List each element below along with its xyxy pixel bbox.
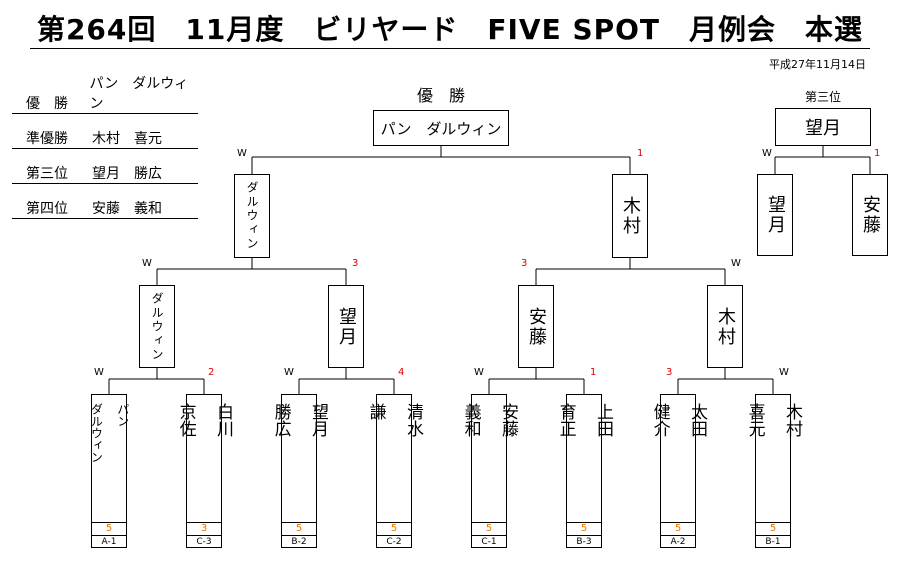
third-place-winner: 望月	[805, 118, 841, 139]
player-name: 安藤 義和	[460, 403, 519, 437]
score-mark: 2	[208, 367, 215, 378]
result-row-2nd: 準優勝 木村 喜元	[12, 125, 198, 149]
third-place-player-box: 安藤	[852, 174, 888, 256]
score-mark: 3	[666, 367, 673, 378]
champion-box: パン ダルウィン	[373, 110, 509, 146]
score-mark: 3	[521, 258, 528, 269]
handicap: 5	[660, 522, 696, 535]
event-date: 平成27年11月14日	[769, 58, 866, 71]
result-name: パン ダルウィン	[89, 76, 189, 112]
result-row-4th: 第四位 安藤 義和	[12, 195, 198, 219]
result-label: 準優勝	[26, 131, 68, 147]
score-mark: W	[779, 367, 789, 378]
quarterfinal-player: ダルウィン	[150, 291, 164, 362]
handicap: 5	[376, 522, 412, 535]
score-mark: 1	[590, 367, 597, 378]
result-name: 望月 勝広	[92, 166, 162, 182]
result-label: 第三位	[26, 166, 68, 182]
third-place-player: 望月	[765, 195, 786, 235]
player-card: 太田 健介 5 A-2	[650, 394, 707, 548]
page-title: 第264回 11月度 ビリヤード FIVE SPOT 月例会 本選	[36, 13, 864, 46]
third-place-player-box: 望月	[757, 174, 793, 256]
seed: C-2	[376, 535, 412, 548]
result-name: 安藤 義和	[92, 201, 162, 217]
score-mark: 3	[352, 258, 359, 269]
champion-name: パン ダルウィン	[380, 119, 502, 138]
third-place-player: 安藤	[860, 195, 881, 235]
player-card: 白川 京佐 3 C-3	[176, 394, 233, 548]
quarterfinal-player: 安藤	[526, 306, 547, 347]
quarterfinal-box: 安藤	[518, 285, 554, 368]
score-mark: 4	[398, 367, 405, 378]
score-mark: W	[474, 367, 484, 378]
semifinal-box: 木村	[612, 174, 648, 258]
score-mark: W	[731, 258, 741, 269]
champion-caption: 優 勝	[416, 86, 465, 105]
handicap: 5	[755, 522, 791, 535]
player-card: 木村 喜元 5 B-1	[745, 394, 802, 548]
quarterfinal-player: 望月	[336, 306, 357, 347]
player-card: 望月 勝広 5 B-2	[271, 394, 328, 548]
player-name: 上田 育正	[555, 403, 614, 437]
player-name: 清水 謙	[365, 403, 424, 437]
seed: A-1	[91, 535, 127, 548]
player-card: 安藤 義和 5 C-1	[461, 394, 518, 548]
result-row-1st: 優 勝 パン ダルウィン	[12, 76, 198, 114]
handicap: 5	[566, 522, 602, 535]
player-name: 木村 喜元	[744, 403, 803, 437]
seed: C-1	[471, 535, 507, 548]
score-mark: W	[237, 148, 247, 159]
semifinal-player: 木村	[620, 196, 641, 236]
quarterfinal-player: 木村	[715, 306, 736, 347]
handicap: 5	[281, 522, 317, 535]
player-card: 上田 育正 5 B-3	[556, 394, 613, 548]
quarterfinal-box: 望月	[328, 285, 364, 368]
handicap: 5	[91, 522, 127, 535]
handicap: 5	[471, 522, 507, 535]
title-underline	[30, 48, 870, 49]
third-place-caption: 第三位	[804, 90, 841, 104]
seed: C-3	[186, 535, 222, 548]
result-label: 第四位	[26, 201, 68, 217]
player-card: パン ダルウィン 5 A-1	[89, 394, 130, 548]
semifinal-box: ダルウィン	[234, 174, 270, 258]
score-mark: W	[762, 148, 772, 159]
quarterfinal-box: ダルウィン	[139, 285, 175, 368]
quarterfinal-box: 木村	[707, 285, 743, 368]
seed: B-3	[566, 535, 602, 548]
result-row-3rd: 第三位 望月 勝広	[12, 160, 198, 184]
seed: B-1	[755, 535, 791, 548]
player-name: 望月 勝広	[270, 403, 329, 437]
result-label: 優 勝	[26, 96, 68, 112]
player-name: パン ダルウィン	[89, 403, 130, 463]
player-name: 白川 京佐	[175, 403, 234, 437]
result-name: 木村 喜元	[92, 131, 162, 147]
score-mark: 1	[637, 148, 644, 159]
score-mark: W	[94, 367, 104, 378]
third-place-winner-box: 望月	[775, 108, 871, 146]
seed: A-2	[660, 535, 696, 548]
score-mark: W	[142, 258, 152, 269]
score-mark: 1	[874, 148, 881, 159]
player-card: 清水 謙 5 C-2	[366, 394, 423, 548]
handicap: 3	[186, 522, 222, 535]
seed: B-2	[281, 535, 317, 548]
semifinal-player: ダルウィン	[245, 181, 259, 251]
player-name: 太田 健介	[649, 403, 708, 437]
score-mark: W	[284, 367, 294, 378]
